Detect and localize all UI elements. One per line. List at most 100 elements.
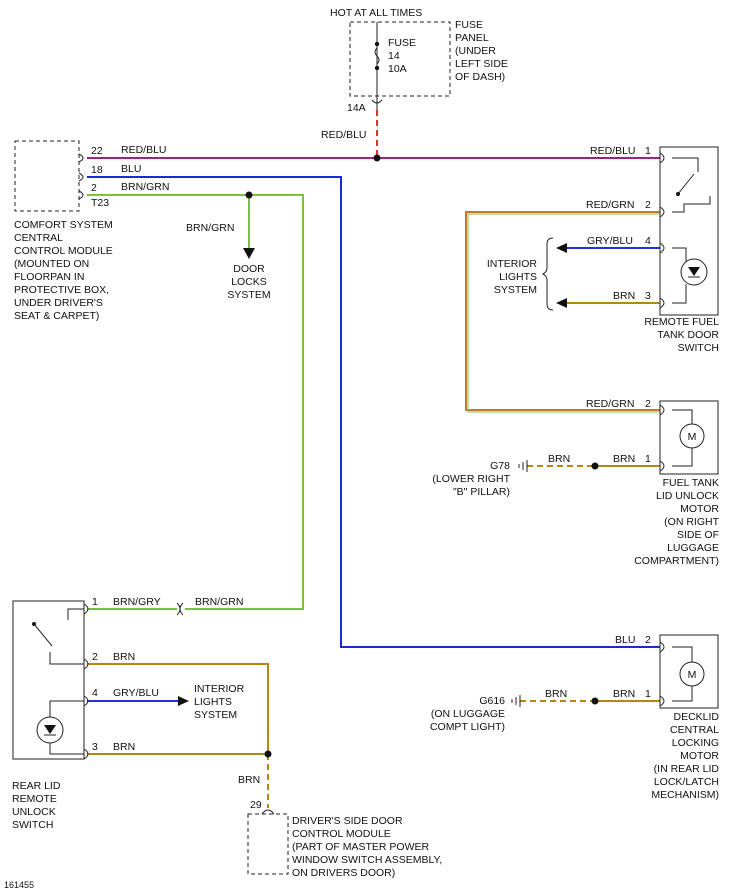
comfort-desc-line: CONTROL MODULE (14, 245, 113, 257)
fuel-ground-desc-line: G78 (490, 460, 510, 472)
comfort-desc-line: FLOORPAN IN (14, 271, 84, 283)
interior-lights-left-desc-line: SYSTEM (194, 709, 237, 721)
decklid-ground-desc-line: (ON LUGGAGE (431, 708, 505, 720)
driver-module-connector (261, 809, 275, 815)
remote-fuel-lamp-wire (672, 247, 687, 262)
splice-red-blu (373, 154, 381, 162)
decklid-desc-line: MOTOR (680, 750, 719, 762)
wire-rear-brn-2 (87, 663, 269, 754)
fuel-motor-wire-bottom (672, 448, 693, 467)
remote-fuel-switch-box (659, 146, 719, 316)
comfort-desc-line: COMFORT SYSTEM (14, 219, 113, 231)
comfort-pin-2: 2 (91, 182, 97, 194)
interior-lights-right-arrow-bottom (556, 298, 567, 308)
fuel-motor-symbol: M (688, 431, 697, 443)
rear-switch-desc-line: SWITCH (12, 819, 53, 831)
driver-module-desc-line: WINDOW SWITCH ASSEMBLY, (292, 854, 442, 866)
fuse-panel-label-line: PANEL (455, 32, 489, 44)
decklid-ground-desc-line: COMPT LIGHT) (430, 721, 505, 733)
rear-lamp-wire-bottom (49, 743, 84, 755)
fuel-motor-p1: 1 (645, 453, 651, 465)
decklid-motor-icon (679, 661, 705, 687)
decklid-desc-line: MECHANISM) (651, 789, 719, 801)
decklid-desc-line: CENTRAL (670, 724, 719, 736)
comfort-pin-22: 22 (91, 145, 103, 157)
fuel-motor-desc-line: SIDE OF (677, 529, 719, 541)
comfort-connector-id: T23 (91, 197, 109, 209)
rear-switch-connector (83, 603, 89, 760)
driver-module-box (247, 813, 289, 875)
fuse-terminal-top (374, 41, 380, 47)
rear-switch-box (12, 600, 85, 760)
decklid-desc-line: LOCKING (672, 737, 719, 749)
fuel-motor-w2: RED/GRN (586, 398, 634, 410)
fuel-ground-desc: G78(LOWER RIGHT"B" PILLAR) (432, 460, 510, 498)
decklid-desc-line: (IN REAR LID (654, 763, 720, 775)
door-locks-desc-line: LOCKS (231, 276, 267, 288)
wire-brn-grn (87, 194, 304, 610)
splice-fuel-ground (591, 462, 599, 470)
rear-switch-desc-line: REMOTE (12, 793, 57, 805)
splice-rear-brn (264, 750, 272, 758)
rear-switch-inline-connector (176, 602, 184, 616)
rear-switch-w4: GRY/BLU (113, 687, 159, 699)
remote-fuel-desc-line: REMOTE FUEL (644, 316, 719, 328)
remote-fuel-p2: 2 (645, 199, 651, 211)
door-locks-desc-line: SYSTEM (227, 289, 270, 301)
comfort-wire-red-blu: RED/BLU (121, 144, 167, 156)
fuse-panel-label-line: LEFT SIDE (455, 58, 508, 70)
wire-blu (87, 176, 660, 648)
fuse-terminal-bottom (374, 65, 380, 71)
driver-module-wire: BRN (238, 774, 260, 786)
rear-switch-w1: BRN/GRY (113, 596, 161, 608)
fuel-motor-desc-line: (ON RIGHT (664, 516, 719, 528)
interior-lights-right-arrow-top (556, 243, 567, 253)
fuel-motor-desc-line: COMPARTMENT) (634, 555, 719, 567)
remote-fuel-led (688, 267, 700, 276)
fuel-motor-desc-line: LID UNLOCK (656, 490, 719, 502)
interior-lights-left-arrow (178, 696, 189, 706)
comfort-pin-18: 18 (91, 164, 103, 176)
driver-module-desc-line: DRIVER'S SIDE DOOR (292, 815, 403, 827)
interior-lights-right-desc-line: LIGHTS (499, 271, 537, 283)
comfort-wire-blu: BLU (121, 163, 141, 175)
rear-switch-w2: BRN (113, 651, 135, 663)
interior-lights-left-desc-line: INTERIOR (194, 683, 245, 695)
fuse-panel-label-line: FUSE (455, 19, 483, 31)
rear-switch-desc-line: REAR LID (12, 780, 61, 792)
fuel-motor-icon (679, 423, 705, 449)
fuse-element (374, 47, 380, 65)
remote-fuel-blade (677, 173, 695, 195)
door-locks-wire: BRN/GRN (186, 222, 234, 234)
rear-switch-desc-line: UNLOCK (12, 806, 56, 818)
fuel-motor-desc-line: MOTOR (680, 503, 719, 515)
fuel-motor-desc-line: LUGGAGE (667, 542, 719, 554)
comfort-desc-line: CENTRAL (14, 232, 63, 244)
comfort-connector (78, 153, 84, 200)
diagram-id: 161455 (4, 880, 34, 889)
comfort-desc-line: (MOUNTED ON (14, 258, 89, 270)
fuel-motor-box (659, 400, 719, 475)
splice-brn-grn (245, 191, 253, 199)
rear-switch-blade (33, 623, 53, 647)
wire-red-grn-a (465, 211, 660, 411)
fuel-ground-icon (518, 460, 528, 472)
decklid-desc-line: DECKLID (673, 711, 719, 723)
interior-lights-left-desc-line: LIGHTS (194, 696, 232, 708)
remote-fuel-desc-line: SWITCH (678, 342, 719, 354)
rear-switch-p1: 1 (92, 596, 98, 608)
door-locks-arrow (243, 248, 255, 259)
rear-lamp-icon (36, 716, 64, 744)
rear-switch-p3: 3 (92, 741, 98, 753)
rear-switch-p2: 2 (92, 651, 98, 663)
